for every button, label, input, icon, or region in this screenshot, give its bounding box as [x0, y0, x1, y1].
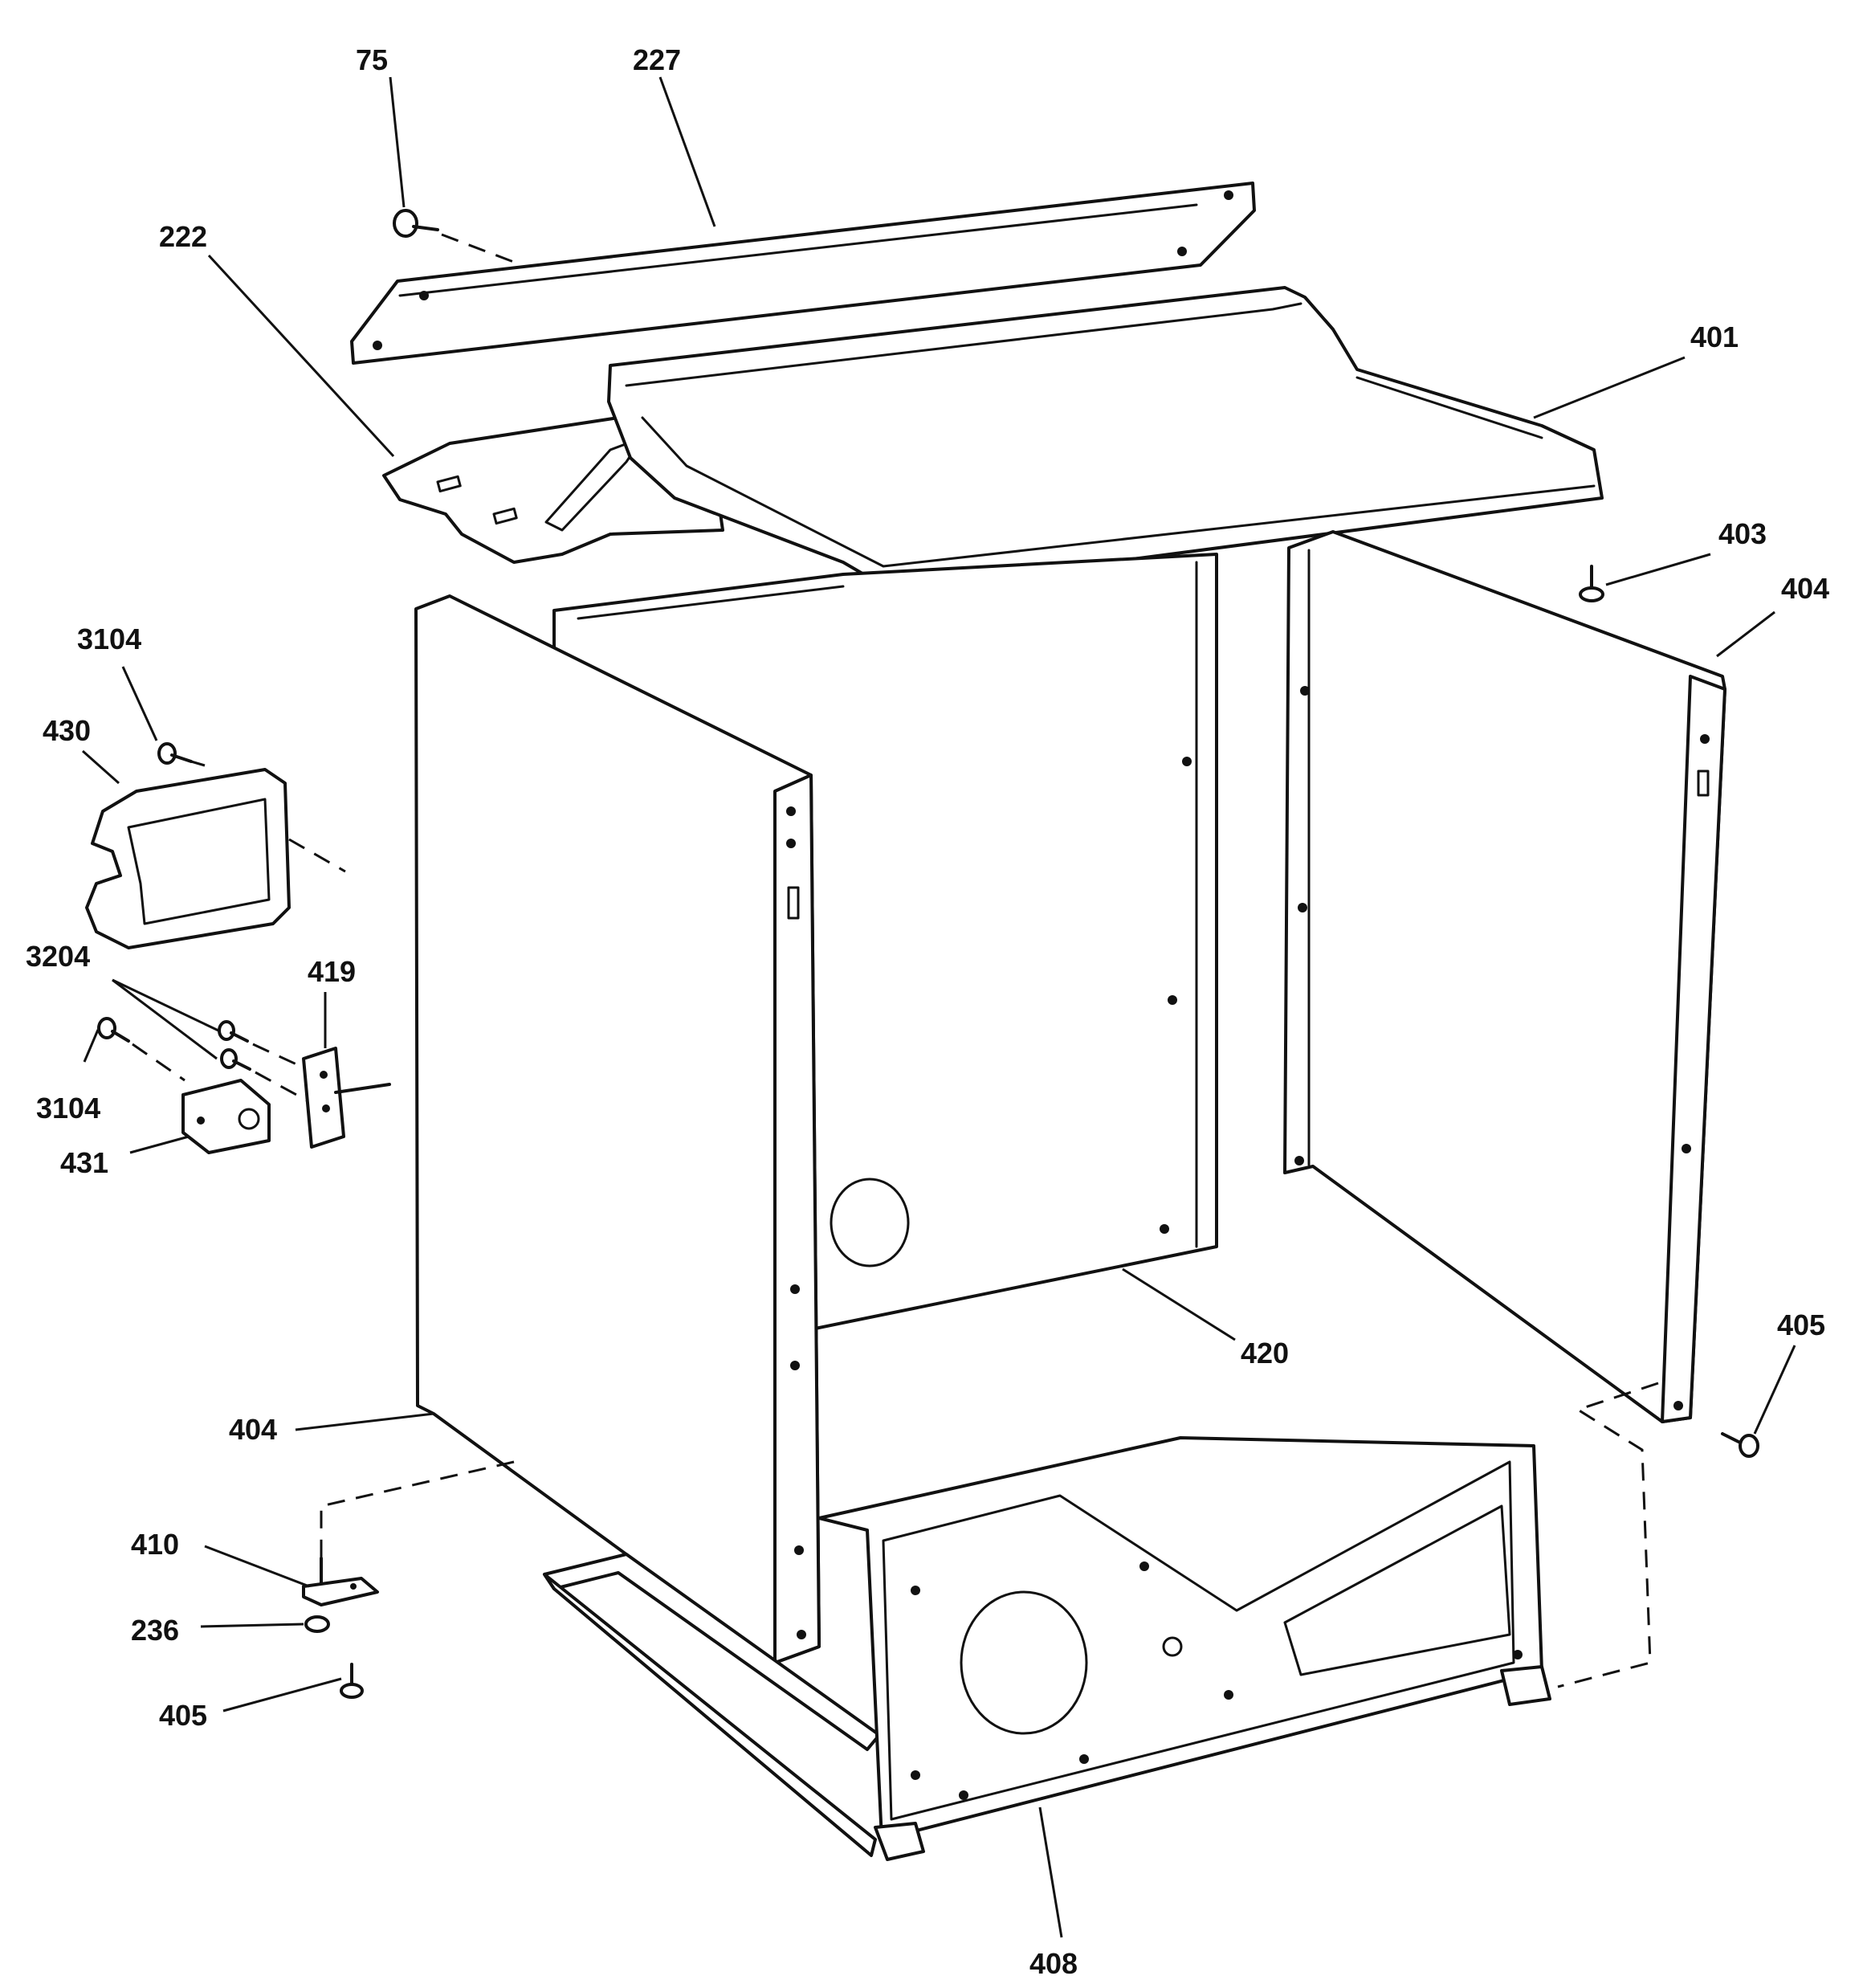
callout-405-left: 405: [159, 1699, 207, 1732]
callout-420: 420: [1241, 1337, 1289, 1370]
part-401-top-panel: [607, 286, 1604, 592]
part-3104-screw-bottom: [97, 1017, 130, 1043]
part-408-base-frame: [543, 1436, 1551, 1861]
leader-lines: [82, 76, 1796, 1938]
callout-405-right: 405: [1777, 1308, 1825, 1341]
callout-419: 419: [308, 955, 356, 988]
callout-410: 410: [131, 1528, 179, 1561]
part-430-bracket: [85, 768, 291, 949]
part-403-screw: [1579, 565, 1604, 602]
part-404-right-side-panel: [1283, 530, 1726, 1423]
callout-404-right: 404: [1781, 572, 1829, 605]
callout-labels: 75 227 222 401 403 404 3104 430 3204 419…: [26, 43, 1829, 1980]
assembly-dash-lines: [132, 233, 1659, 1688]
part-405-screw-left: [340, 1663, 364, 1699]
callout-431: 431: [60, 1146, 108, 1179]
part-3204-screws: [218, 1020, 251, 1071]
callout-227: 227: [633, 43, 681, 76]
part-75-screw: [393, 209, 439, 238]
callout-404-left: 404: [229, 1413, 277, 1446]
callout-75: 75: [356, 43, 388, 76]
callout-408: 408: [1029, 1947, 1078, 1980]
part-404-left-side-panel: [414, 594, 821, 1664]
part-405-screw-right: [1721, 1432, 1759, 1458]
part-410-leg-bracket: [302, 1557, 379, 1606]
part-236-foot: [304, 1615, 330, 1633]
part-431-block: [181, 1079, 271, 1154]
callout-236: 236: [131, 1614, 179, 1647]
callout-3104-top: 3104: [77, 623, 141, 655]
part-3104-screw-top: [157, 742, 193, 765]
callout-430: 430: [43, 714, 91, 747]
callout-3104-bottom: 3104: [36, 1092, 100, 1125]
callout-222: 222: [159, 220, 207, 253]
callout-403: 403: [1718, 517, 1767, 550]
part-227-top-rail: [350, 182, 1256, 365]
callout-401: 401: [1690, 320, 1739, 353]
part-419-terminal-block: [302, 1047, 391, 1149]
callout-3204: 3204: [26, 940, 90, 973]
